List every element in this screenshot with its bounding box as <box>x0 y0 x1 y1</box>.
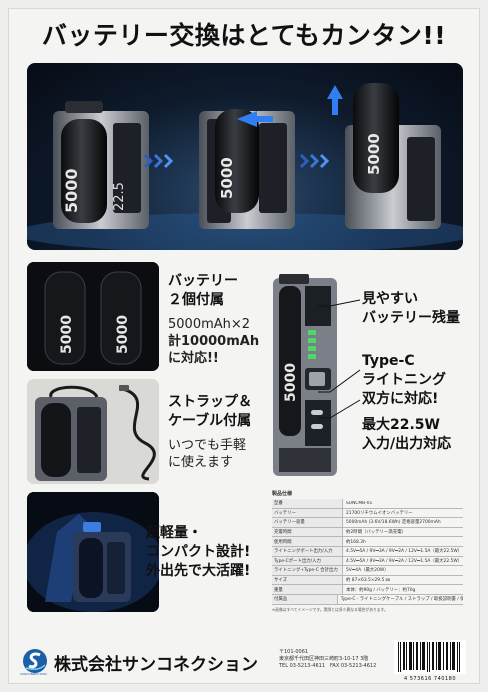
callout-type-c: Type-C ライトニング 双方に対応! <box>362 353 446 407</box>
barcode-icon <box>394 640 466 674</box>
logo-caption: SUNCONNECTION <box>20 672 47 676</box>
type-c-port-icon <box>311 410 323 415</box>
table-row: 重量本体：約90g / バッテリー：約70g <box>272 585 463 595</box>
svg-text:5000: 5000 <box>218 157 236 199</box>
device-front-image: 5000 <box>265 272 345 482</box>
compact-device-photo <box>27 492 159 612</box>
spec-title: 製品仕様 <box>272 491 293 497</box>
company-logo-icon <box>23 649 47 673</box>
company-name: 株式会社サンコネクション <box>54 655 258 675</box>
table-row: サイズ約 87×63.5×29.5 ㎜ <box>272 575 463 586</box>
table-row: 充電時間約2時間（バッテリー満充電） <box>272 527 463 538</box>
chevron-arrow-icon <box>299 153 330 169</box>
table-row: 使用時間約168.3h <box>272 537 463 547</box>
feature-title-accessories: ストラップ＆ケーブル付属 <box>168 394 252 429</box>
feature-title-compact: 超軽量・ コンパクト設計! 外出先で大活躍! <box>146 525 251 579</box>
svg-text:5000: 5000 <box>59 315 75 354</box>
svg-text:22.5: 22.5 <box>112 182 127 211</box>
battery-swap-illustration: 5000 22.5 5000 5000 <box>27 63 463 250</box>
company-address: 〒101-0061 東京都千代田区神田三崎町3-10-17 3階 TEL 03-… <box>279 649 377 669</box>
svg-text:5000: 5000 <box>115 315 131 354</box>
feature-body-batteries: 5000mAh×2 計10000mAh に対応!! <box>168 317 260 366</box>
arrow-left-icon <box>237 111 273 127</box>
lightning-port-icon <box>311 424 323 429</box>
svg-text:5000: 5000 <box>365 133 383 175</box>
device-step-3: 5000 <box>327 83 441 229</box>
strap-cable-photo <box>27 379 159 484</box>
feature-body-accessories: いつでも手軽に使えます <box>168 438 247 470</box>
batteries-photo: 5000 5000 <box>27 262 159 371</box>
page-headline: バッテリー交換はとてもカンタン!! <box>41 21 447 50</box>
svg-text:5000: 5000 <box>283 363 299 402</box>
callout-battery-remaining: 見やすいバッテリー残量 <box>362 291 460 326</box>
spec-note: ※画像はすべてイメージです。実際とは多少異なる場合があります。 <box>272 606 388 612</box>
device-step-2: 5000 <box>199 109 295 229</box>
device-step-1: 5000 22.5 <box>53 101 149 229</box>
battery-level-indicator <box>308 330 316 359</box>
barcode-number: 4 573616 740180 <box>403 676 457 682</box>
chevron-arrow-icon <box>143 153 174 169</box>
arrow-up-icon <box>327 85 343 115</box>
svg-text:5000: 5000 <box>62 168 81 213</box>
